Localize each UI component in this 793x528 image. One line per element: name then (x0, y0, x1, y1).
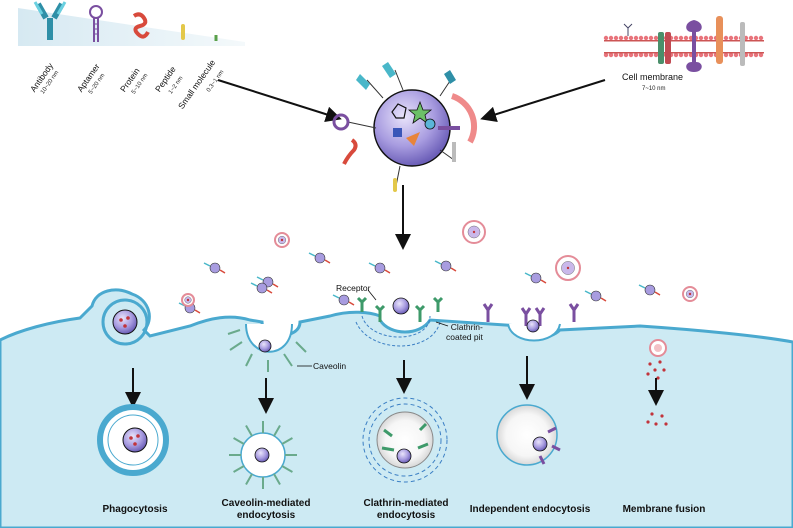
floating-nanoparticles (178, 220, 698, 314)
floating-nanoparticle (203, 262, 226, 274)
size-scale-wedge (18, 8, 245, 46)
floating-nanoparticle (332, 294, 355, 306)
cell-membrane-icon (603, 16, 764, 72)
caption-line: endocytosis (236, 510, 296, 521)
caption-independent: Independent endocytosis (460, 504, 600, 516)
caption-line: Phagocytosis (102, 504, 168, 515)
caption-line: Membrane fusion (622, 504, 706, 515)
floating-nanoparticle (250, 282, 273, 294)
phagocytosis-site (97, 298, 169, 476)
cell-membrane-label: Cell membrane (622, 72, 684, 82)
floating-nanoparticle (524, 272, 547, 284)
independent-endocytosis-site (482, 303, 580, 466)
caption-line: Clathrin-mediated (363, 498, 449, 509)
caption-line: Caveolin-mediated (221, 498, 311, 509)
caption-phagocytosis: Phagocytosis (80, 504, 190, 516)
aptamer-icon (89, 5, 103, 42)
caption-membrane-fusion: Membrane fusion (608, 504, 720, 516)
clathrin-pit-label: Clathrin- coated pit (446, 322, 483, 342)
antibody-icon (33, 1, 67, 40)
caveolin-site (227, 323, 312, 489)
floating-nanoparticle (434, 260, 457, 272)
floating-nanoparticle (584, 290, 607, 302)
receptor-label: Receptor (336, 283, 371, 293)
drug-loaded-vesicle (274, 232, 290, 248)
floating-nanoparticle (308, 252, 331, 264)
cell-body (0, 288, 793, 528)
floating-nanoparticle (638, 284, 661, 296)
membrane-fusion-site (646, 339, 668, 426)
clathrin-site (355, 289, 449, 483)
peptide-icon (181, 24, 185, 40)
cell-membrane-size: 7~10 nm (642, 86, 666, 92)
floating-nanoparticle (368, 262, 391, 274)
drug-loaded-vesicle (682, 286, 698, 302)
caption-line: Independent endocytosis (469, 504, 591, 515)
caption-line: endocytosis (376, 510, 436, 521)
small-molecule-icon (214, 35, 218, 41)
drug-loaded-vesicle (462, 220, 486, 244)
protein-icon (132, 12, 150, 39)
drug-loaded-vesicle (555, 255, 581, 281)
caveolin-label: Caveolin (313, 361, 347, 371)
drug-loaded-vesicle (181, 293, 195, 307)
functionalized-nanoparticle (332, 62, 477, 192)
